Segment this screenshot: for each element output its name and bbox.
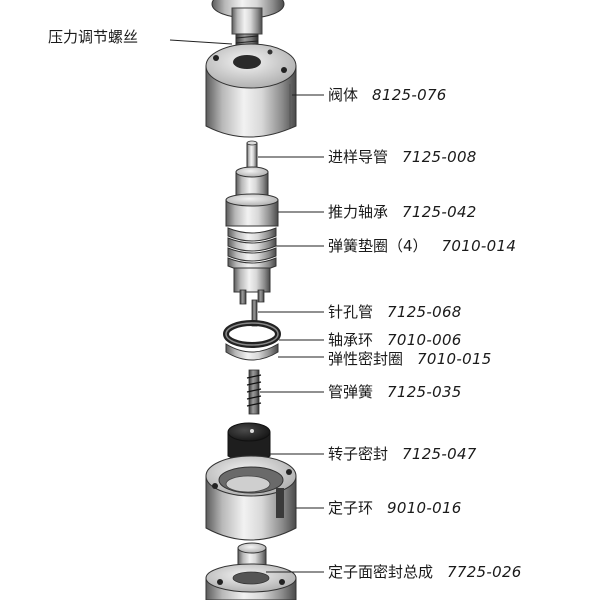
label-needle-tube: 针孔管 7125-068 — [328, 303, 462, 321]
part-number: 7725-026 — [447, 563, 522, 581]
part-number: 7125-068 — [387, 303, 462, 321]
part-name: 推力轴承 — [328, 203, 389, 221]
label-stator-face-seal: 定子面密封总成 7725-026 — [328, 563, 522, 581]
leader-lines — [169, 39, 324, 573]
label-valve-body: 阀体 8125-076 — [328, 86, 447, 104]
part-number: 7125-035 — [387, 383, 462, 401]
stator-ring-part — [205, 455, 297, 541]
part-number: 7010-006 — [387, 331, 462, 349]
adjust-screw-name: 压力调节螺丝 — [48, 28, 139, 46]
label-spring-washer: 弹簧垫圈（4） 7010-014 — [328, 237, 516, 255]
rotor-seal-part — [227, 422, 271, 463]
label-thrust-bearing: 推力轴承 7125-042 — [328, 203, 477, 221]
bearing-ring-part — [223, 320, 281, 348]
leader-adjust-screw — [169, 39, 233, 45]
part-number: 9010-016 — [387, 499, 462, 517]
label-adjust-screw: 压力调节螺丝 — [48, 28, 138, 46]
label-tube-spring: 管弹簧 7125-035 — [328, 383, 462, 401]
part-name: 定子环 — [328, 499, 374, 517]
part-name: 轴承环 — [328, 331, 374, 349]
part-number: 7125-042 — [402, 203, 477, 221]
part-name: 转子密封 — [328, 445, 389, 463]
part-number: 7125-008 — [402, 148, 477, 166]
part-number: 7010-014 — [441, 237, 517, 255]
label-stator-ring: 定子环 9010-016 — [328, 499, 462, 517]
shaft-assembly-part — [225, 166, 279, 305]
elastic-seal-ring-part — [225, 343, 279, 361]
part-number: 7010-015 — [417, 350, 492, 368]
part-name: 针孔管 — [328, 303, 374, 321]
part-name: 阀体 — [328, 86, 359, 104]
stator-face-seal-part — [205, 542, 297, 600]
part-name: 弹簧垫圈（4） — [328, 237, 428, 255]
label-inlet-tube: 进样导管 7125-008 — [328, 148, 477, 166]
tube-spring-part — [246, 369, 262, 415]
part-name: 定子面密封总成 — [328, 563, 434, 581]
label-rotor-seal: 转子密封 7125-047 — [328, 445, 477, 463]
part-name: 进样导管 — [328, 148, 389, 166]
part-name: 弹性密封圈 — [328, 350, 404, 368]
part-name: 管弹簧 — [328, 383, 374, 401]
part-number: 7125-047 — [402, 445, 477, 463]
label-elastic-seal: 弹性密封圈 7010-015 — [328, 350, 492, 368]
label-bearing-ring: 轴承环 7010-006 — [328, 331, 462, 349]
valve-body-part — [205, 43, 297, 138]
part-number: 8125-076 — [372, 86, 447, 104]
